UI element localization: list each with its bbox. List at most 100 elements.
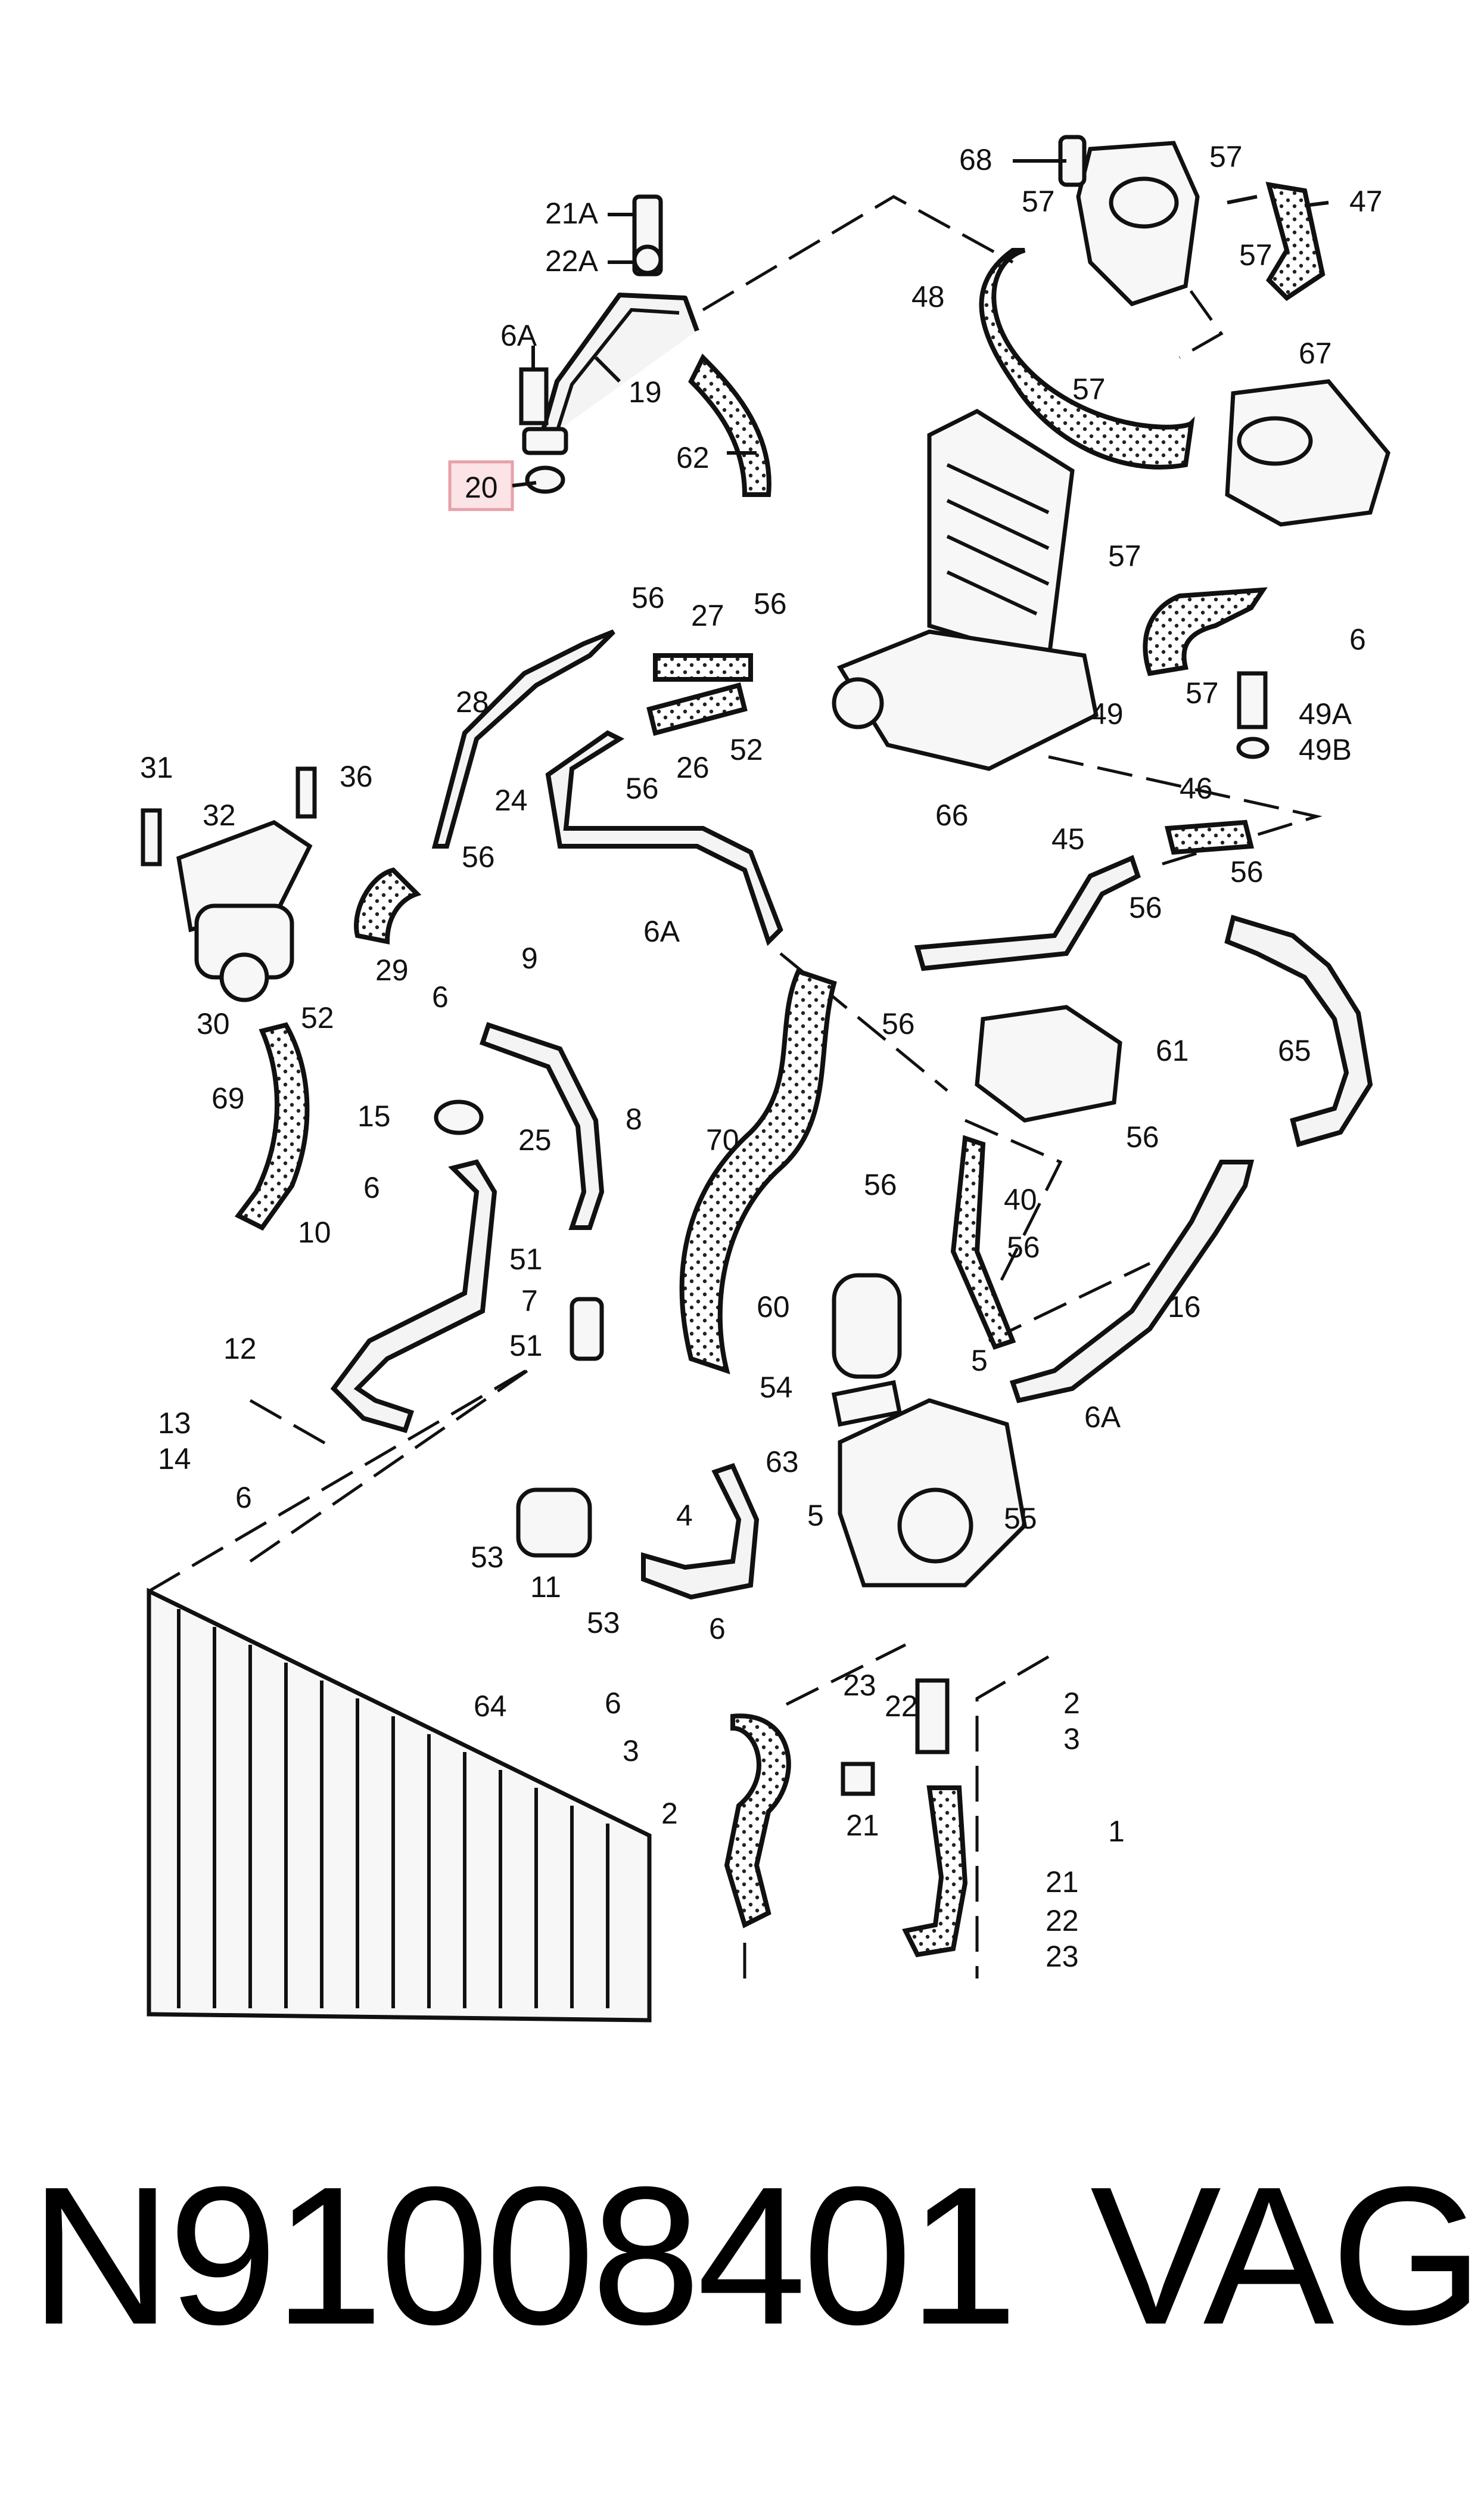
label-57: 57 — [1108, 539, 1141, 573]
label-20: 20 — [465, 471, 498, 504]
pipe-65 — [1224, 914, 1373, 1147]
label-22a: 22A — [545, 244, 599, 278]
label-6a: 6A — [1084, 1400, 1121, 1434]
label-32: 32 — [203, 799, 236, 832]
pipe-16 — [1009, 1160, 1255, 1403]
hose-70 — [679, 968, 837, 1375]
label-49a: 49A — [1299, 697, 1352, 731]
label-13: 13 — [158, 1406, 191, 1440]
right-hoses-group — [914, 819, 1373, 1403]
label-8: 8 — [626, 1102, 642, 1136]
label-53: 53 — [471, 1540, 504, 1574]
pipe-24 — [545, 730, 783, 946]
label-9: 9 — [521, 942, 538, 975]
label-51: 51 — [509, 1243, 543, 1276]
label-54: 54 — [760, 1371, 793, 1404]
label-48: 48 — [911, 280, 945, 313]
label-3: 3 — [1063, 1722, 1080, 1756]
label-26: 26 — [676, 751, 710, 784]
label-57: 57 — [1186, 676, 1219, 710]
filter-60 — [832, 1273, 902, 1379]
hose-47 — [1265, 182, 1326, 302]
label-21a: 21A — [545, 197, 599, 230]
label-56: 56 — [1230, 855, 1264, 889]
label-6a: 6A — [500, 319, 537, 352]
label-66: 66 — [935, 799, 969, 832]
label-16: 16 — [1168, 1290, 1201, 1324]
hose-40 — [950, 1135, 1016, 1350]
label-10: 10 — [298, 1216, 331, 1249]
label-14: 14 — [158, 1442, 191, 1476]
label-49: 49 — [1090, 697, 1124, 731]
label-65: 65 — [1278, 1034, 1311, 1067]
label-29: 29 — [375, 953, 409, 987]
hose-46 — [1164, 819, 1255, 855]
label-52: 52 — [301, 1001, 334, 1035]
hose-1 — [902, 1785, 968, 1958]
o-ring-49b — [1236, 737, 1270, 759]
label-30: 30 — [197, 1007, 230, 1040]
label-5: 5 — [807, 1499, 824, 1532]
label-7: 7 — [521, 1284, 538, 1318]
bolt-36 — [295, 766, 317, 819]
lower-hose-group — [724, 1678, 968, 1958]
label-31: 31 — [140, 751, 173, 784]
label-68: 68 — [959, 143, 993, 176]
bracket-32 — [176, 820, 313, 933]
label-46: 46 — [1180, 772, 1213, 805]
coolant-system-exploded-diagram: 21A 22A 6A 19 62 20 68 57 57 47 57 48 67… — [140, 135, 1390, 2023]
leader-lines — [512, 159, 1329, 487]
label-56: 56 — [462, 840, 495, 874]
label-47: 47 — [1349, 185, 1383, 218]
label-56: 56 — [1126, 1120, 1159, 1154]
label-1: 1 — [1108, 1815, 1125, 1848]
label-24: 24 — [494, 784, 528, 817]
hose-48 — [979, 248, 1195, 470]
label-56: 56 — [631, 581, 665, 614]
label-60: 60 — [757, 1290, 790, 1324]
label-15: 15 — [357, 1099, 391, 1133]
hose-29 — [354, 867, 422, 945]
label-21: 21 — [1046, 1865, 1079, 1899]
label-57: 57 — [1209, 140, 1243, 173]
brand-name: VAG — [1090, 2145, 1483, 2365]
label-19: 19 — [629, 375, 662, 409]
label-6: 6 — [1349, 623, 1366, 656]
callout-labels: 21A 22A 6A 19 62 20 68 57 57 47 57 48 67… — [140, 140, 1383, 1973]
label-62: 62 — [676, 441, 710, 474]
o-ring-22a — [632, 244, 663, 275]
label-53: 53 — [587, 1606, 620, 1639]
label-63: 63 — [766, 1445, 799, 1479]
label-6: 6 — [605, 1686, 621, 1720]
label-6: 6 — [432, 980, 449, 1014]
label-56: 56 — [626, 772, 659, 805]
label-51: 51 — [509, 1329, 543, 1362]
label-6a: 6A — [643, 915, 680, 948]
label-56: 56 — [1007, 1231, 1040, 1264]
hose-69 — [234, 1022, 310, 1231]
pipe-45 — [914, 855, 1141, 971]
fitting-49a — [1237, 671, 1268, 729]
mid-hoses-group — [354, 629, 783, 946]
connector-3 — [915, 1678, 950, 1754]
label-55: 55 — [1004, 1502, 1037, 1535]
label-36: 36 — [340, 760, 373, 793]
label-2: 2 — [661, 1797, 678, 1830]
label-3: 3 — [623, 1734, 639, 1768]
pipe-8 — [479, 1021, 605, 1230]
sensor-21 — [841, 1762, 875, 1796]
label-22: 22 — [885, 1689, 918, 1723]
label-28: 28 — [456, 685, 489, 719]
label-67: 67 — [1299, 337, 1332, 370]
oil-cooler-61 — [975, 1005, 1122, 1123]
label-69: 69 — [211, 1082, 245, 1115]
thermostat-housing-group — [979, 135, 1390, 759]
pipe-4 — [641, 1463, 760, 1600]
part-number: N91008401 — [30, 2145, 1018, 2365]
hose-2 — [724, 1713, 791, 1928]
label-23: 23 — [1046, 1940, 1079, 1973]
label-6: 6 — [709, 1612, 726, 1645]
label-27: 27 — [691, 599, 724, 632]
label-6: 6 — [363, 1171, 380, 1204]
bolt-6a-top — [519, 367, 549, 425]
